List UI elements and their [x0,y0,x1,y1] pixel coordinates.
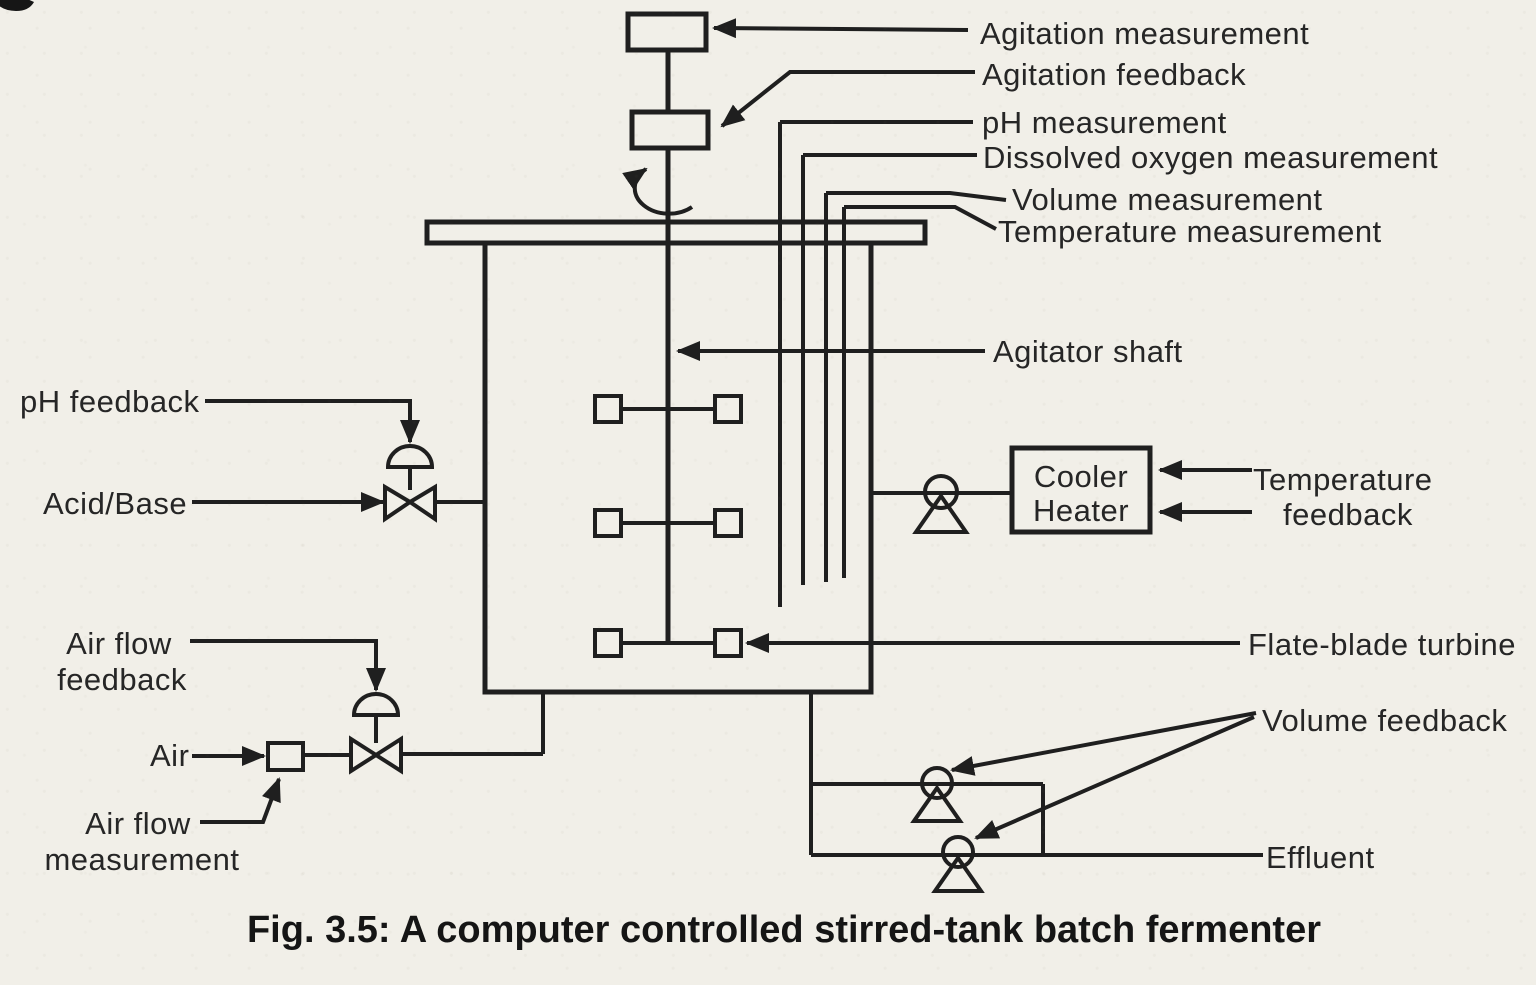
impeller-row-bottom [593,628,743,658]
leader-agitation-measurement [712,18,969,39]
label-temperature-feedback-line2: feedback [1283,497,1413,532]
label-heater: Heater [1033,493,1129,528]
agitation-feedback-box [629,109,711,151]
acid-valve-actuator-dome [385,444,435,469]
label-effluent: Effluent [1266,840,1375,875]
leader-ph-feedback [205,399,420,444]
label-air-flow-measurement-line2: measurement [44,842,239,877]
impeller-row-top [593,394,743,424]
leader-air-flow-feedback [190,639,386,692]
label-agitation-feedback: Agitation feedback [982,57,1246,92]
scan-artifact-mark [0,0,34,11]
label-acid-base: Acid/Base [43,486,187,521]
leader-volume-feedback-top [950,711,1257,776]
effluent-pump-icon [931,835,985,893]
air-control-valve-icon [349,735,403,775]
label-air-flow-feedback-line1: Air flow [66,626,172,661]
leader-air-flow-measurement [200,777,281,824]
leader-agitation-feedback [720,70,975,128]
label-air-flow-feedback-line2: feedback [57,662,187,697]
label-ph-measurement: pH measurement [982,105,1227,140]
figure-caption: Fig. 3.5: A computer controlled stirred-… [247,909,1321,951]
rotation-arrow-icon [622,167,694,216]
label-volume-measurement: Volume measurement [1012,182,1323,217]
cooler-heater-box [1009,445,1153,535]
tank-lid [424,219,928,246]
leader-volume-feedback-bottom [974,715,1255,840]
label-ph-feedback: pH feedback [20,384,200,419]
agitation-measurement-box [625,11,709,53]
label-air-flow-measurement-line1: Air flow [85,806,191,841]
air-flow-measurement-box [266,741,305,772]
label-air: Air [150,738,189,773]
cooler-pump-icon [912,474,970,534]
label-flat-blade-turbine: Flate-blade turbine [1248,627,1516,662]
impeller-row-middle [593,508,743,538]
volume-pump-top-icon [910,766,964,823]
label-agitation-measurement: Agitation measurement [980,16,1309,51]
air-valve-actuator-dome [351,692,401,717]
label-volume-feedback: Volume feedback [1262,703,1507,738]
label-temperature-feedback-line1: Temperature [1253,462,1433,497]
acid-control-valve-icon [383,483,437,523]
label-temperature-measurement: Temperature measurement [998,214,1382,249]
leader-temperature-measurement [844,205,997,231]
leader-volume-measurement [826,191,1007,202]
label-agitator-shaft: Agitator shaft [993,334,1183,369]
label-dissolved-oxygen-measurement: Dissolved oxygen measurement [983,140,1438,175]
tank-body [482,243,874,695]
label-cooler: Cooler [1034,459,1128,494]
